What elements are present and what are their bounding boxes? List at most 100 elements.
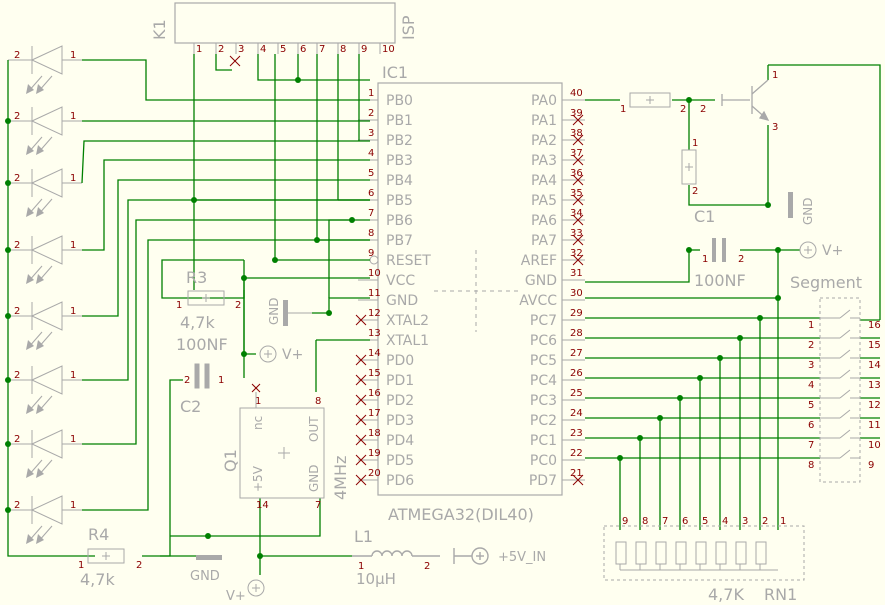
ic1-pin-number: 15 xyxy=(368,368,381,379)
ic1-pin-number: 3 xyxy=(368,128,374,139)
ic1-pin-name: PC0 xyxy=(530,453,557,469)
isp-pin-number: 5 xyxy=(280,44,286,55)
junction-dot xyxy=(326,310,332,316)
ic1-pin-number: 39 xyxy=(570,108,583,119)
r4-pin1: 1 xyxy=(78,560,84,571)
ic1-pin-name: PC3 xyxy=(530,393,557,409)
junction-dot xyxy=(775,247,781,253)
ic1-ref: IC1 xyxy=(382,63,408,82)
segment-right-pin: 15 xyxy=(868,340,881,351)
segment-left-pin: 7 xyxy=(808,440,814,451)
junction-dots xyxy=(5,77,781,559)
junction-dot xyxy=(314,237,320,243)
junction-dot xyxy=(697,375,703,381)
ic1-pin-number: 24 xyxy=(570,408,583,419)
ic1-pin-name: VCC xyxy=(386,273,415,289)
segment-switch xyxy=(839,329,851,339)
ic1-pin-number: 20 xyxy=(368,468,381,479)
junction-dot xyxy=(272,257,278,263)
base-res-pin2: 2 xyxy=(692,186,698,197)
c2-ref: C2 xyxy=(180,397,201,416)
ic1-pin-number: 40 xyxy=(570,88,583,99)
ic1-pin-number: 11 xyxy=(368,288,381,299)
ic1-pin-number: 8 xyxy=(368,228,374,239)
ic1-pin-name: PD5 xyxy=(386,453,414,469)
r4-ref: R4 xyxy=(88,525,109,544)
gnd-symbol-ic xyxy=(283,300,312,326)
ic1-nc-mark xyxy=(355,414,367,426)
ic1-nc-mark xyxy=(355,374,367,386)
ic1-nc-mark xyxy=(355,314,367,326)
ic1-pin-name: PD1 xyxy=(386,373,414,389)
ic1-pin-name: RESET xyxy=(386,253,431,269)
junction-dot xyxy=(757,315,763,321)
ic1-pin-number: 35 xyxy=(570,188,583,199)
r3-ref: R3 xyxy=(186,268,207,287)
segment-switch xyxy=(839,389,851,399)
ic1-pin-number: 17 xyxy=(368,408,381,419)
segment-left-pin: 8 xyxy=(808,460,814,471)
gnd-label-transistor: GND xyxy=(801,197,815,225)
isp-pin-number: 1 xyxy=(196,44,202,55)
ic1-pin-number: 31 xyxy=(570,268,583,279)
junction-dot xyxy=(5,118,11,124)
ic1-pin-name: PD0 xyxy=(386,353,414,369)
junction-dot xyxy=(677,395,683,401)
rn1-pin-number: 1 xyxy=(780,516,786,527)
ic1-right-pins: 40PA039PA138PA237PA336PA435PA534PA633PA7… xyxy=(519,88,585,489)
ic1-nc-mark xyxy=(355,354,367,366)
segment-switch xyxy=(839,369,851,379)
junction-dot xyxy=(737,335,743,341)
isp-pin-number: 4 xyxy=(260,44,266,55)
isp-connector xyxy=(174,2,396,44)
junction-dot xyxy=(5,507,11,513)
ic1-pin-name: PB3 xyxy=(386,153,413,169)
r3-pin1: 1 xyxy=(176,300,182,311)
l1-pin1: 1 xyxy=(358,561,364,572)
ic1-nc-mark xyxy=(355,474,367,486)
vplus-label-bottom: V+ xyxy=(226,589,246,604)
ic1-center-cross xyxy=(434,250,518,332)
junction-dot xyxy=(349,217,355,223)
junction-dot xyxy=(295,77,301,83)
segment-label: Segment xyxy=(790,273,862,292)
ic1-pin-name: PC6 xyxy=(530,333,557,349)
junction-dot xyxy=(657,415,663,421)
segment-left-pin: 2 xyxy=(808,340,814,351)
r3-value: 4,7k xyxy=(180,313,215,332)
rn1-pin-number: 9 xyxy=(622,516,628,527)
segment-left-pin: 6 xyxy=(808,420,814,431)
c1-ref: C1 xyxy=(694,207,715,226)
led-pin-b: 1 xyxy=(70,500,76,511)
ic1-pin-name: PA1 xyxy=(531,113,557,129)
ic1-nc-mark xyxy=(572,214,584,226)
segment-switch xyxy=(839,309,851,319)
junction-dot xyxy=(191,197,197,203)
q1-nc: nc xyxy=(251,416,265,430)
ic1-pin-name: AREF xyxy=(521,253,557,269)
ic1-pin-number: 22 xyxy=(570,448,583,459)
q1-ref: Q1 xyxy=(221,449,240,472)
ic1-nc-mark xyxy=(572,194,584,206)
junction-dot xyxy=(205,533,211,539)
ic1-pin-name: XTAL1 xyxy=(386,333,429,349)
base-res-pin1: 1 xyxy=(692,138,698,149)
q1-body xyxy=(239,407,325,499)
junction-dot xyxy=(686,247,692,253)
isp-pin-number: 8 xyxy=(340,44,346,55)
junction-dot xyxy=(637,435,643,441)
ic1-pin-name: PA5 xyxy=(531,193,557,209)
l1-ref: L1 xyxy=(354,527,373,546)
led-pin-a: 2 xyxy=(14,111,20,122)
led-pin-a: 2 xyxy=(14,240,20,251)
transistor-pin2: 2 xyxy=(700,104,706,115)
c2-capacitor xyxy=(194,363,210,389)
gnd-label-ic: GND xyxy=(267,297,281,325)
ic1-pin-name: GND xyxy=(386,293,418,309)
r3-pin2: 2 xyxy=(235,300,241,311)
